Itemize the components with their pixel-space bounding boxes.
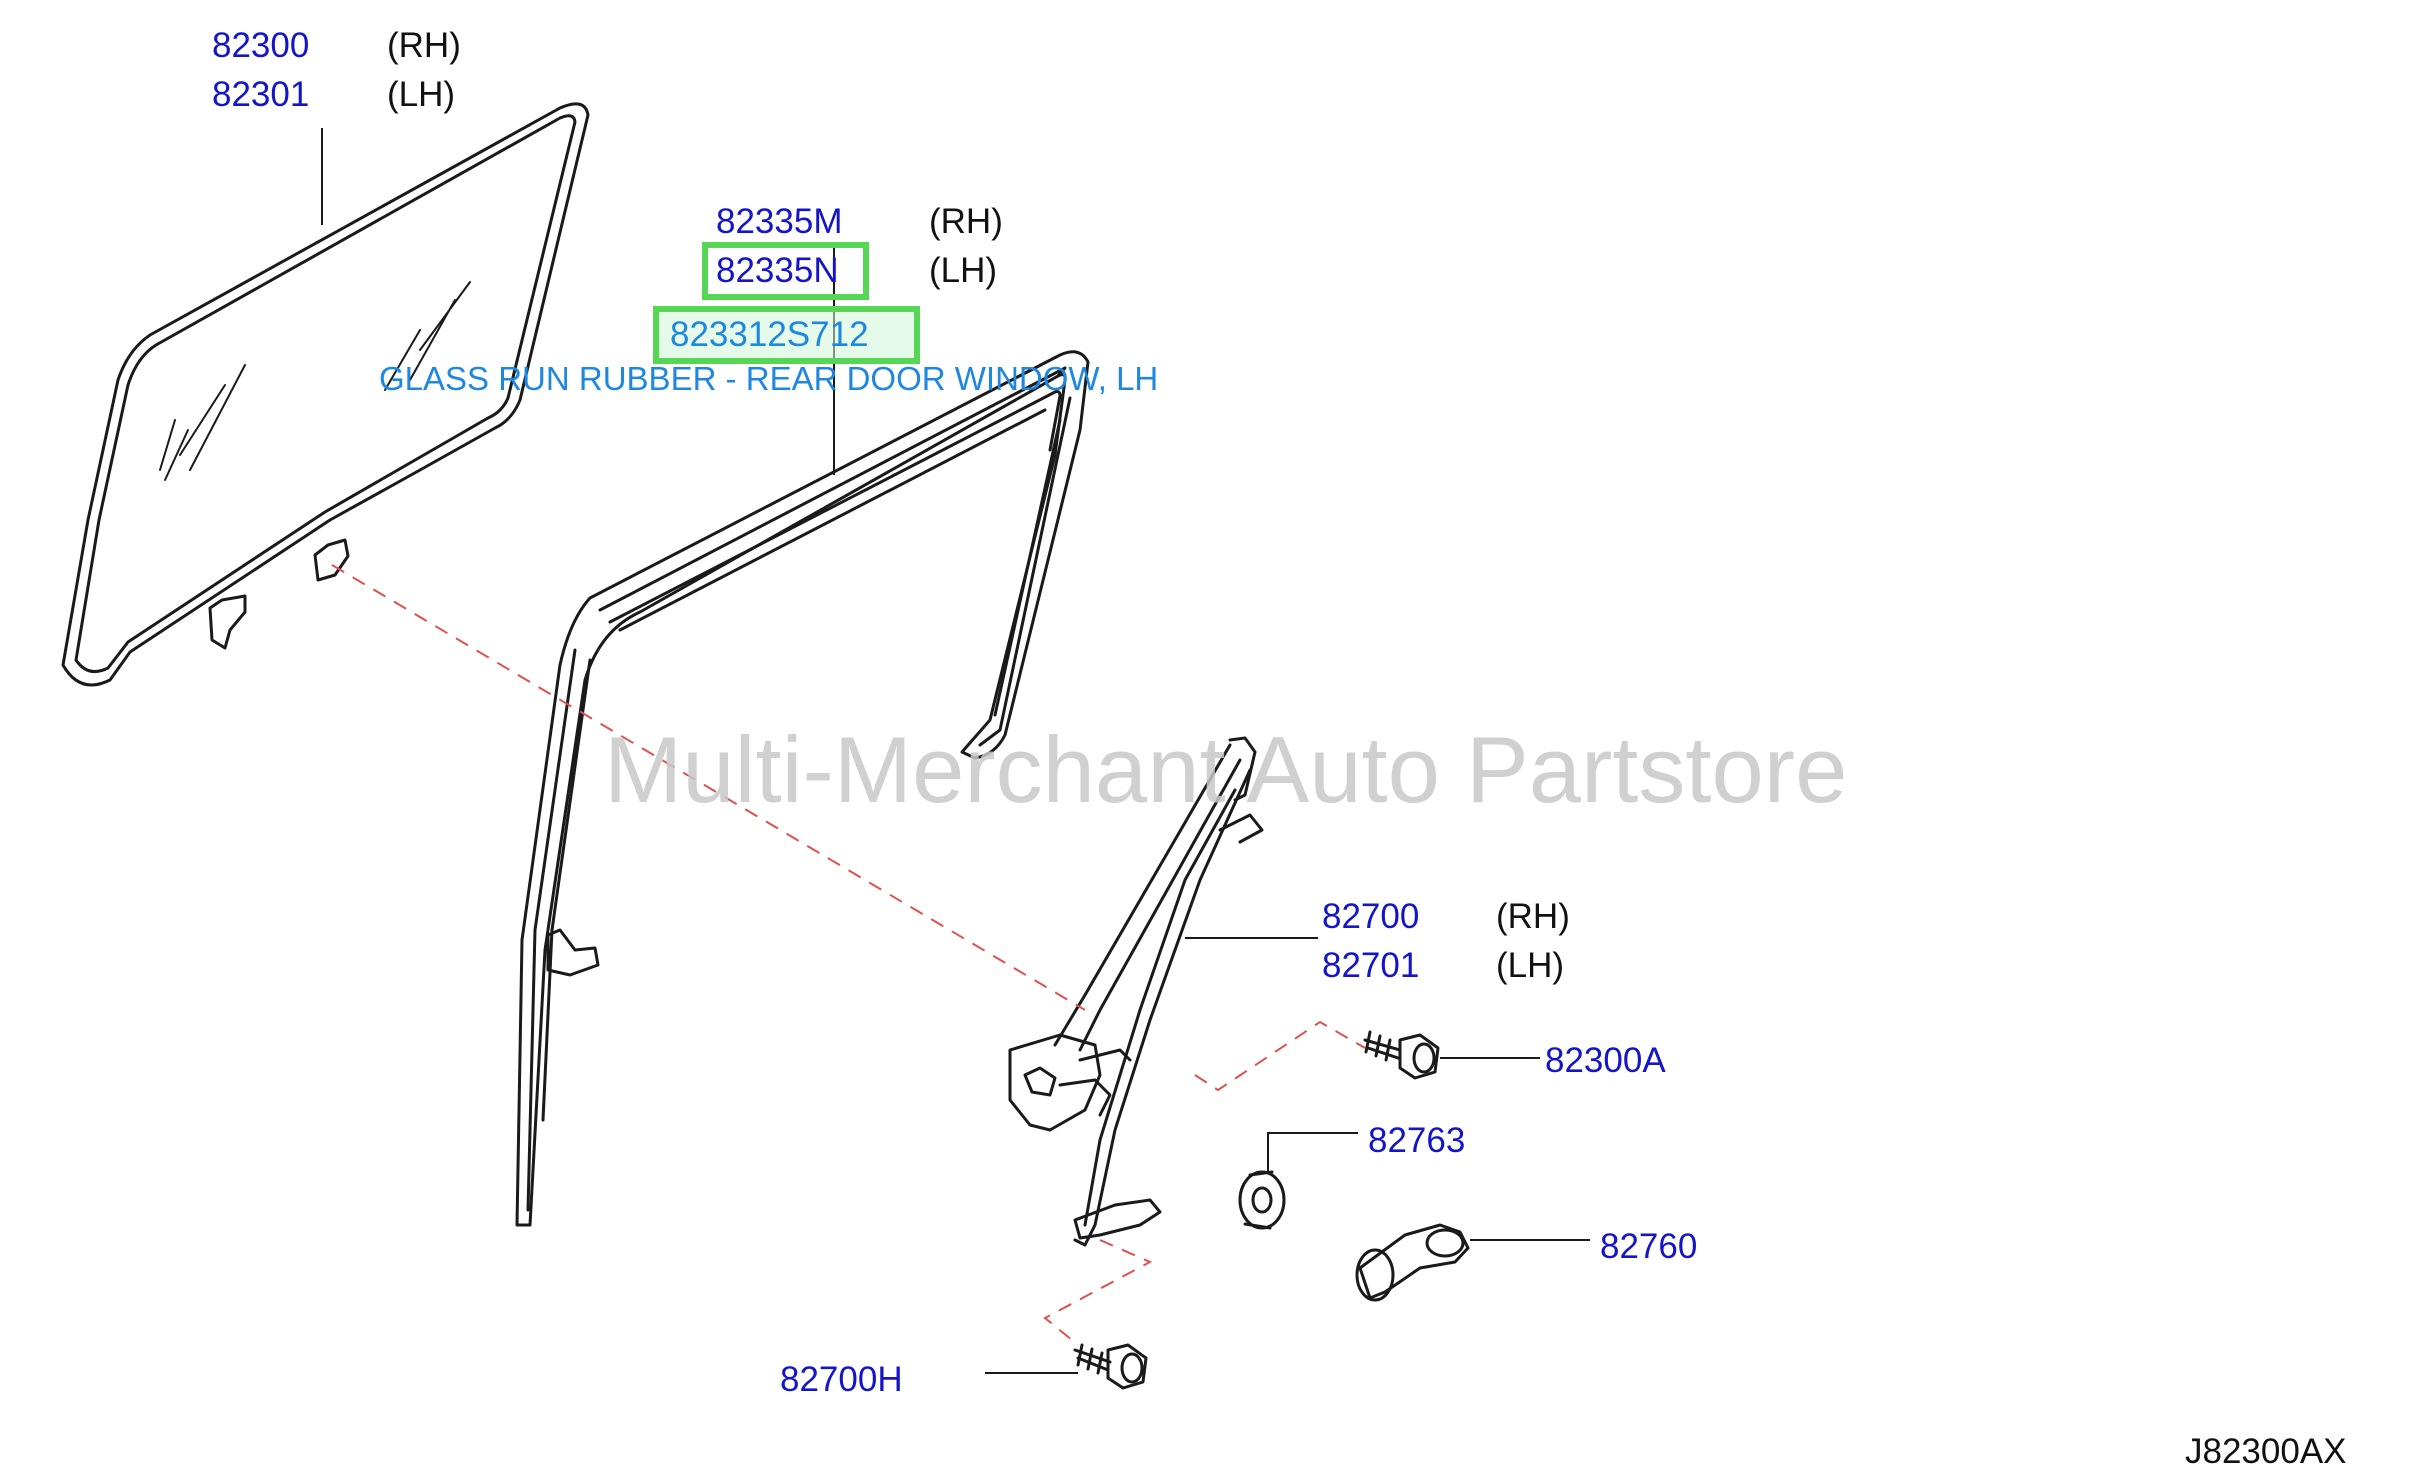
side-lh-label: (LH): [387, 75, 456, 114]
side-rh-label: (RH): [387, 26, 461, 65]
highlight-box-82335n: [702, 242, 869, 300]
part-number-82300[interactable]: 82300: [212, 26, 310, 65]
part-number-82700h[interactable]: 82700H: [780, 1360, 903, 1399]
part-number-82700[interactable]: 82700: [1322, 897, 1420, 936]
part-number-82335n[interactable]: 82335N: [716, 251, 839, 290]
spacer-82763-drawing: [1238, 1170, 1286, 1230]
window-regulator-drawing: [1008, 736, 1264, 1247]
door-glass-drawing: [61, 102, 590, 687]
bolt-82300a-drawing: [1363, 1030, 1440, 1080]
diagram-code: J82300AX: [2185, 1432, 2347, 1471]
highlight-box-823312s712: [653, 306, 920, 364]
part-number-82760[interactable]: 82760: [1600, 1227, 1698, 1266]
watermark: Multi-Merchant Auto Partstore: [604, 717, 1848, 822]
part-number-82763[interactable]: 82763: [1368, 1121, 1466, 1160]
side-rh-label: (RH): [1496, 897, 1570, 936]
bolt-82700h-drawing: [1073, 1343, 1148, 1390]
assembly-dashed-lines: [331, 564, 1366, 1346]
side-lh-label: (LH): [1496, 946, 1565, 985]
side-rh-label: (RH): [929, 202, 1003, 241]
part-number-82300a[interactable]: 82300A: [1545, 1041, 1666, 1080]
glass-run-channel-drawing: [515, 350, 1090, 1227]
part-number-82335m[interactable]: 82335M: [716, 202, 843, 241]
part-number-82301[interactable]: 82301: [212, 75, 310, 114]
handle-82760-drawing: [1355, 1223, 1470, 1302]
part-number-82701[interactable]: 82701: [1322, 946, 1420, 985]
side-lh-label: (LH): [929, 251, 998, 290]
part-description: GLASS RUN RUBBER - REAR DOOR WINDOW, LH: [379, 360, 1159, 397]
part-number-823312s712[interactable]: 823312S712: [670, 315, 869, 354]
